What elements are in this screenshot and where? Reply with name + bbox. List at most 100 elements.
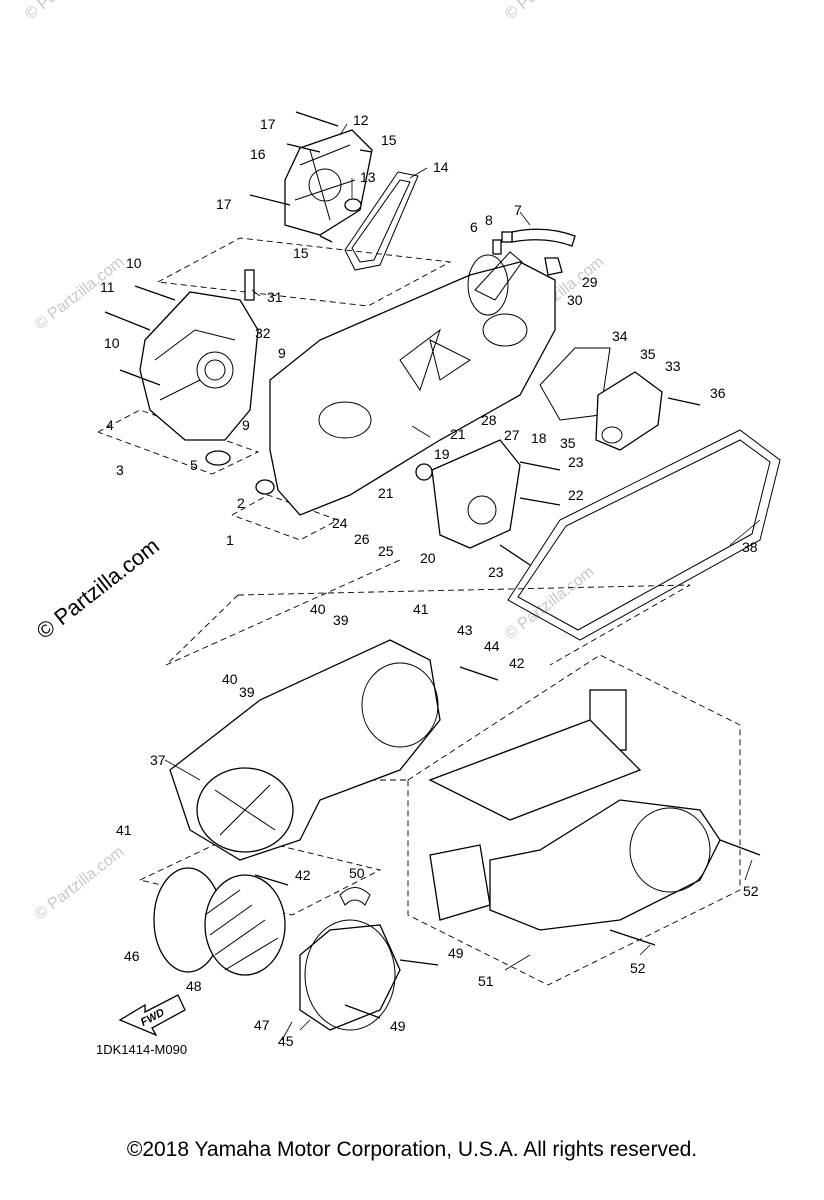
diagram-code: 1DK1414-M090: [96, 1042, 187, 1057]
outer-cover-51: [428, 689, 721, 931]
callout-38: 38: [742, 539, 758, 555]
filter-48: [204, 874, 286, 976]
callout-50: 50: [349, 865, 365, 881]
callout-2: 2: [237, 495, 245, 511]
partzilla-watermark: © Partzilla.com: [32, 533, 164, 644]
callout-8: 8: [485, 212, 493, 228]
callout-9b: 9: [242, 417, 250, 433]
fitting-8: [501, 231, 513, 243]
callout-44: 44: [484, 638, 500, 654]
callout-28: 28: [481, 412, 497, 428]
callout-30: 30: [567, 292, 583, 308]
callout-41a: 41: [413, 601, 429, 617]
callout-7: 7: [514, 202, 522, 218]
gasket-38: [507, 429, 781, 641]
watermark: © Partzilla.com: [502, 0, 597, 23]
small-cover-12: [284, 129, 373, 236]
callout-1: 1: [226, 532, 234, 548]
callout-33: 33: [665, 358, 681, 374]
callout-17b: 17: [216, 196, 232, 212]
callout-43: 43: [457, 622, 473, 638]
callout-10a: 10: [126, 255, 142, 271]
callout-32: 32: [255, 325, 271, 341]
callout-18: 18: [531, 430, 547, 446]
callout-15b: 15: [293, 245, 309, 261]
callout-4: 4: [106, 417, 114, 433]
copyright-notice: ©2018 Yamaha Motor Corporation, U.S.A. A…: [126, 1138, 698, 1161]
clamp-50: [339, 887, 371, 906]
callout-12: 12: [353, 112, 369, 128]
plug-29: [544, 257, 563, 276]
callout-10b: 10: [104, 335, 120, 351]
callout-3: 3: [116, 462, 124, 478]
callout-51: 51: [478, 973, 494, 989]
callout-46: 46: [124, 948, 140, 964]
callout-35a: 35: [640, 346, 656, 362]
bolt-6: [492, 239, 502, 255]
callout-42b: 42: [295, 867, 311, 883]
bolts-upper: [249, 111, 373, 243]
cover-20: [415, 439, 521, 549]
callout-17a: 17: [260, 116, 276, 132]
air-case-45: [299, 919, 401, 1031]
callout-6: 6: [470, 219, 478, 235]
callout-45: 45: [278, 1033, 294, 1049]
callout-11: 11: [100, 279, 115, 295]
callout-47: 47: [254, 1017, 270, 1033]
callout-40b: 40: [222, 671, 238, 687]
callout-22: 22: [568, 487, 584, 503]
dowel-5: [205, 450, 231, 466]
callout-49a: 49: [448, 945, 464, 961]
bolts-misc: [104, 285, 761, 1019]
callout-41b: 41: [116, 822, 132, 838]
leader-lines: [164, 123, 761, 1041]
callout-21a: 21: [450, 426, 466, 442]
callout-52a: 52: [743, 883, 759, 899]
callout-37: 37: [150, 752, 166, 768]
cover-33: [595, 371, 663, 451]
callout-5: 5: [190, 457, 198, 473]
gasket-14: [344, 171, 419, 271]
fwd-arrow: FWD: [118, 994, 186, 1037]
callout-34: 34: [612, 328, 628, 344]
callouts: 1 2 3 4 5 6 7 8 9 9 10 10 11 12 13 14 15…: [100, 112, 759, 1049]
callout-52b: 52: [630, 960, 646, 976]
callout-35b: 35: [560, 435, 576, 451]
callout-20: 20: [420, 550, 436, 566]
dashed-groupings: [97, 237, 741, 986]
gasket-34: [539, 347, 611, 421]
callout-24: 24: [332, 515, 348, 531]
dowel-2: [255, 479, 275, 495]
callout-29: 29: [582, 274, 598, 290]
callout-42a: 42: [509, 655, 525, 671]
callout-26: 26: [354, 531, 370, 547]
breather-pipe-7: [511, 228, 576, 247]
callout-14: 14: [433, 159, 449, 175]
watermark: © Partzilla.com: [32, 843, 127, 923]
left-crankcase-3: [139, 291, 259, 441]
watermark: © Partzilla.com: [502, 563, 597, 643]
callout-39a: 39: [333, 612, 349, 628]
callout-23b: 23: [488, 564, 504, 580]
callout-31: 31: [267, 289, 283, 305]
callout-21b: 21: [378, 485, 394, 501]
callout-13: 13: [360, 169, 376, 185]
watermark: © Partzilla.com: [22, 0, 117, 23]
callout-25: 25: [378, 543, 394, 559]
callout-16: 16: [250, 146, 266, 162]
callout-49b: 49: [390, 1018, 406, 1034]
callout-19: 19: [434, 446, 450, 462]
callout-23a: 23: [568, 454, 584, 470]
crankcase-cover-37: [169, 639, 441, 861]
callout-40a: 40: [310, 601, 326, 617]
callout-9a: 9: [278, 345, 286, 361]
callout-27: 27: [504, 427, 520, 443]
callout-48: 48: [186, 978, 202, 994]
seal-13: [344, 198, 362, 212]
callout-15a: 15: [381, 132, 397, 148]
sensor-31: [244, 269, 255, 301]
crankcase-1: [269, 251, 556, 516]
callout-39b: 39: [239, 684, 255, 700]
callout-36: 36: [710, 385, 726, 401]
